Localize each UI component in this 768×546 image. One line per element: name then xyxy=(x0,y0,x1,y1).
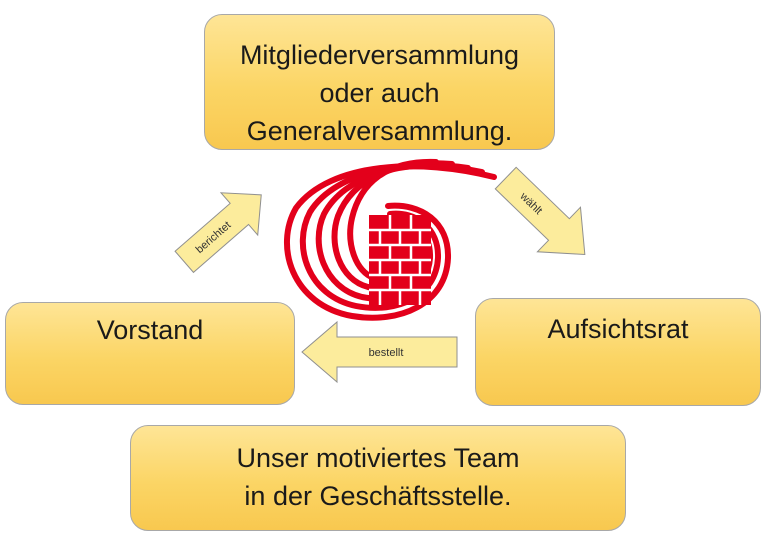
general-assembly-line-2: oder auch xyxy=(319,78,440,108)
logo-swirl-outer xyxy=(284,163,497,321)
brick-mortar xyxy=(369,215,431,305)
supervisory-board-label: Aufsichtsrat xyxy=(547,314,689,344)
office-team-box: Unser motiviertes Team in der Geschäftss… xyxy=(130,425,626,531)
elects-arrow-shape xyxy=(494,166,586,256)
general-assembly-line-3: Generalversammlung. xyxy=(246,116,513,146)
general-assembly-box: Mitgliederversammlung oder auch Generalv… xyxy=(204,14,555,150)
board-label: Vorstand xyxy=(96,315,204,345)
appoints-arrow: bestellt xyxy=(301,320,458,384)
appoints-arrow-label: bestellt xyxy=(369,347,404,359)
supervisory-board-box: Aufsichtsrat xyxy=(475,298,761,406)
logo-swirl-ring-2 xyxy=(299,162,485,311)
logo-brick-wall xyxy=(369,215,431,305)
elects-arrow: wählt xyxy=(494,166,586,256)
office-team-line-2: in der Geschäftsstelle. xyxy=(244,481,512,511)
reports-arrow-shape xyxy=(174,192,262,274)
general-assembly-line-1: Mitgliederversammlung xyxy=(239,40,520,70)
board-box: Vorstand xyxy=(5,302,295,405)
office-team-line-1: Unser motiviertes Team xyxy=(236,443,520,473)
appoints-arrow-shape xyxy=(301,320,458,384)
